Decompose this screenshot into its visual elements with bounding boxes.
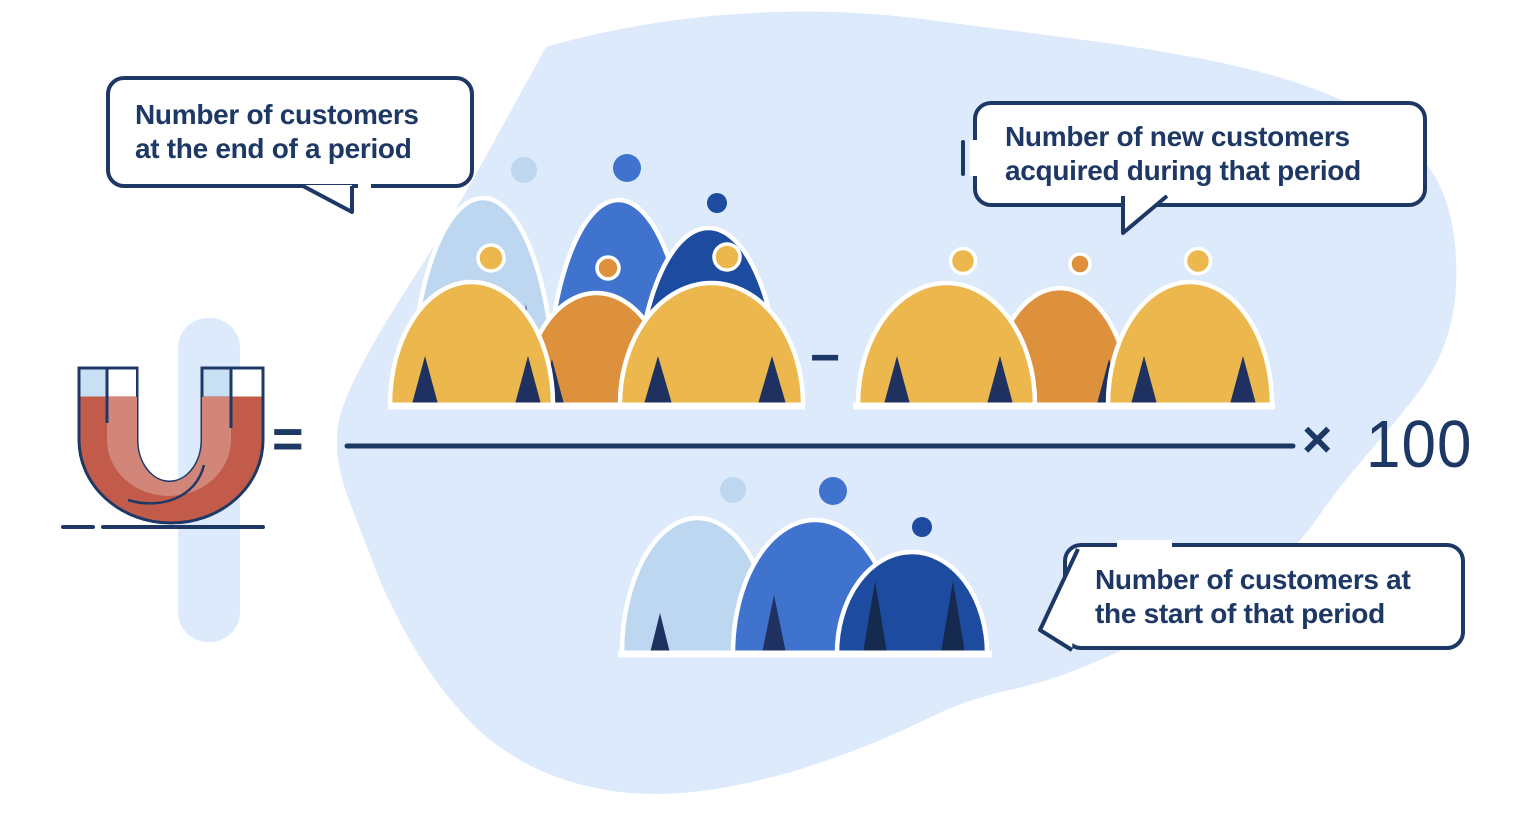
callout-line: acquired during that period bbox=[1005, 155, 1361, 186]
magnet-tip-right-blue bbox=[203, 369, 231, 397]
callout-line: Number of customers at bbox=[1095, 563, 1411, 595]
arm-wedge bbox=[650, 613, 670, 653]
person-figure bbox=[834, 517, 990, 654]
magnet-inner-accent bbox=[127, 464, 206, 505]
magnet-icon bbox=[61, 366, 265, 529]
border-gap bbox=[1117, 540, 1172, 549]
person-figure bbox=[1105, 246, 1275, 405]
bubble-tail-outline bbox=[1038, 548, 1080, 652]
person-head bbox=[712, 242, 742, 272]
person-head bbox=[948, 246, 978, 276]
group-customers-end-of-period bbox=[387, 154, 806, 410]
border-gap bbox=[970, 140, 980, 176]
speech-bubble-start-of-period bbox=[1038, 540, 1465, 652]
equals-sign: = bbox=[272, 409, 304, 469]
magnet-highlight bbox=[107, 397, 231, 496]
callout-line: the start of that period bbox=[1095, 597, 1385, 629]
person-figure bbox=[855, 246, 1038, 405]
person-head bbox=[912, 517, 932, 537]
multiplier-100: 100 bbox=[1366, 407, 1473, 483]
person-head bbox=[720, 477, 746, 503]
person-head bbox=[476, 243, 506, 273]
arm-wedge bbox=[884, 356, 910, 404]
bubble-tail-outline bbox=[1121, 194, 1169, 235]
arm-wedge bbox=[1230, 356, 1256, 404]
callout-line: at the end of a period bbox=[135, 133, 412, 164]
arm-wedge bbox=[941, 581, 965, 653]
person-figure bbox=[617, 242, 806, 405]
person-body bbox=[617, 280, 806, 405]
arm-wedge bbox=[762, 595, 786, 653]
arm-wedge bbox=[644, 356, 672, 404]
bubble-box bbox=[106, 76, 474, 188]
magnet-tip-left-blue bbox=[80, 369, 107, 397]
baseline-strip bbox=[618, 650, 992, 658]
callout-new-customers: Number of new customers acquired during … bbox=[975, 103, 1425, 205]
callout-line: Number of customers bbox=[135, 99, 419, 130]
person-head bbox=[1068, 252, 1092, 276]
arm-wedge bbox=[863, 581, 887, 653]
arm-wedge bbox=[412, 356, 438, 404]
callout-line: Number of new customers bbox=[1005, 121, 1350, 152]
person-body bbox=[855, 280, 1038, 405]
person-body bbox=[387, 279, 556, 405]
arm-wedge bbox=[758, 356, 786, 404]
arm-wedge bbox=[515, 356, 541, 404]
person-figure bbox=[387, 243, 556, 405]
bubble-tail bbox=[1040, 549, 1078, 650]
magnet-tip-right-white bbox=[231, 369, 262, 397]
baseline-strip bbox=[853, 402, 1275, 410]
speech-bubble-end-of-period bbox=[106, 76, 474, 214]
bubble-tail-outline bbox=[302, 184, 354, 214]
person-head bbox=[613, 154, 641, 182]
multiply-sign: × bbox=[1302, 411, 1333, 469]
person-head bbox=[511, 157, 537, 183]
arm-wedge bbox=[1131, 356, 1157, 404]
speech-bubble-new-customers bbox=[961, 101, 1427, 235]
callout-start-of-period: Number of customers at the start of that… bbox=[1065, 545, 1463, 648]
group-new-customers bbox=[853, 246, 1275, 410]
baseline-strip bbox=[388, 402, 805, 410]
border-gap bbox=[358, 181, 371, 190]
callout-end-of-period: Number of customers at the end of a peri… bbox=[108, 78, 472, 186]
group-customers-start-of-period bbox=[618, 477, 992, 658]
person-head bbox=[1183, 246, 1213, 276]
person-head bbox=[707, 193, 727, 213]
person-head bbox=[819, 477, 847, 505]
person-head bbox=[595, 255, 621, 281]
minus-sign: − bbox=[810, 329, 841, 387]
person-body bbox=[1105, 279, 1275, 405]
magnet-tip-left-white bbox=[107, 369, 136, 397]
arm-wedge bbox=[987, 356, 1013, 404]
